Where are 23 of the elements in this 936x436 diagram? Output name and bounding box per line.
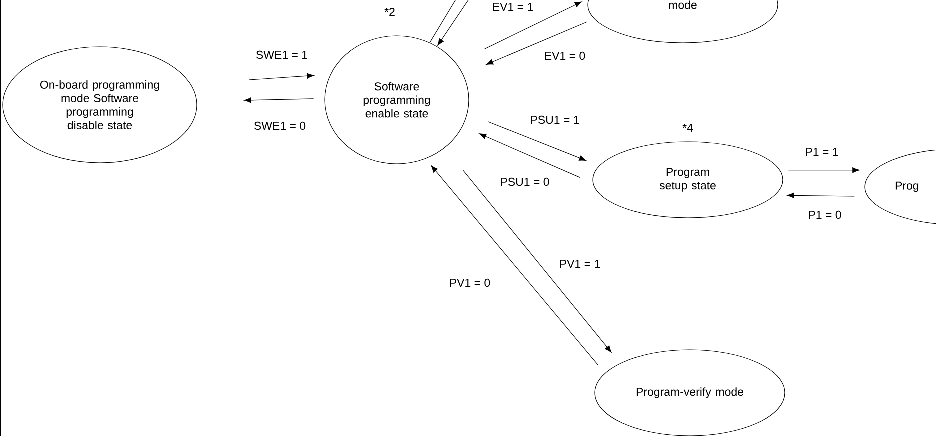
- arrow: [462, 170, 612, 353]
- edge-label: PV1 = 0: [450, 278, 490, 288]
- edge-label: PV1 = 1: [560, 260, 600, 268]
- arrow: [438, 0, 470, 46]
- edge-label: PSU1 = 0: [501, 178, 550, 186]
- edge-label: P1 = 1: [806, 148, 838, 156]
- note-mark: *4: [682, 124, 694, 132]
- edge-label: SWE1 = 0: [254, 122, 306, 130]
- edge-label: EV1 = 0: [545, 52, 586, 60]
- note-mark: *2: [384, 8, 395, 16]
- arrow: [431, 166, 598, 366]
- arrow: [244, 98, 314, 104]
- arrow: [248, 73, 314, 80]
- edge-label: P1 = 0: [809, 210, 842, 220]
- edge-label: EV1 = 1: [493, 3, 534, 11]
- arrow: [486, 22, 588, 65]
- arrow: [479, 134, 580, 178]
- edge-label: SWE1 = 1: [256, 50, 308, 60]
- edge-label: PSU1 = 1: [531, 116, 580, 124]
- arrow: [787, 192, 855, 198]
- arrow: [788, 168, 860, 174]
- arrow: [484, 2, 582, 50]
- arrow: [488, 122, 586, 162]
